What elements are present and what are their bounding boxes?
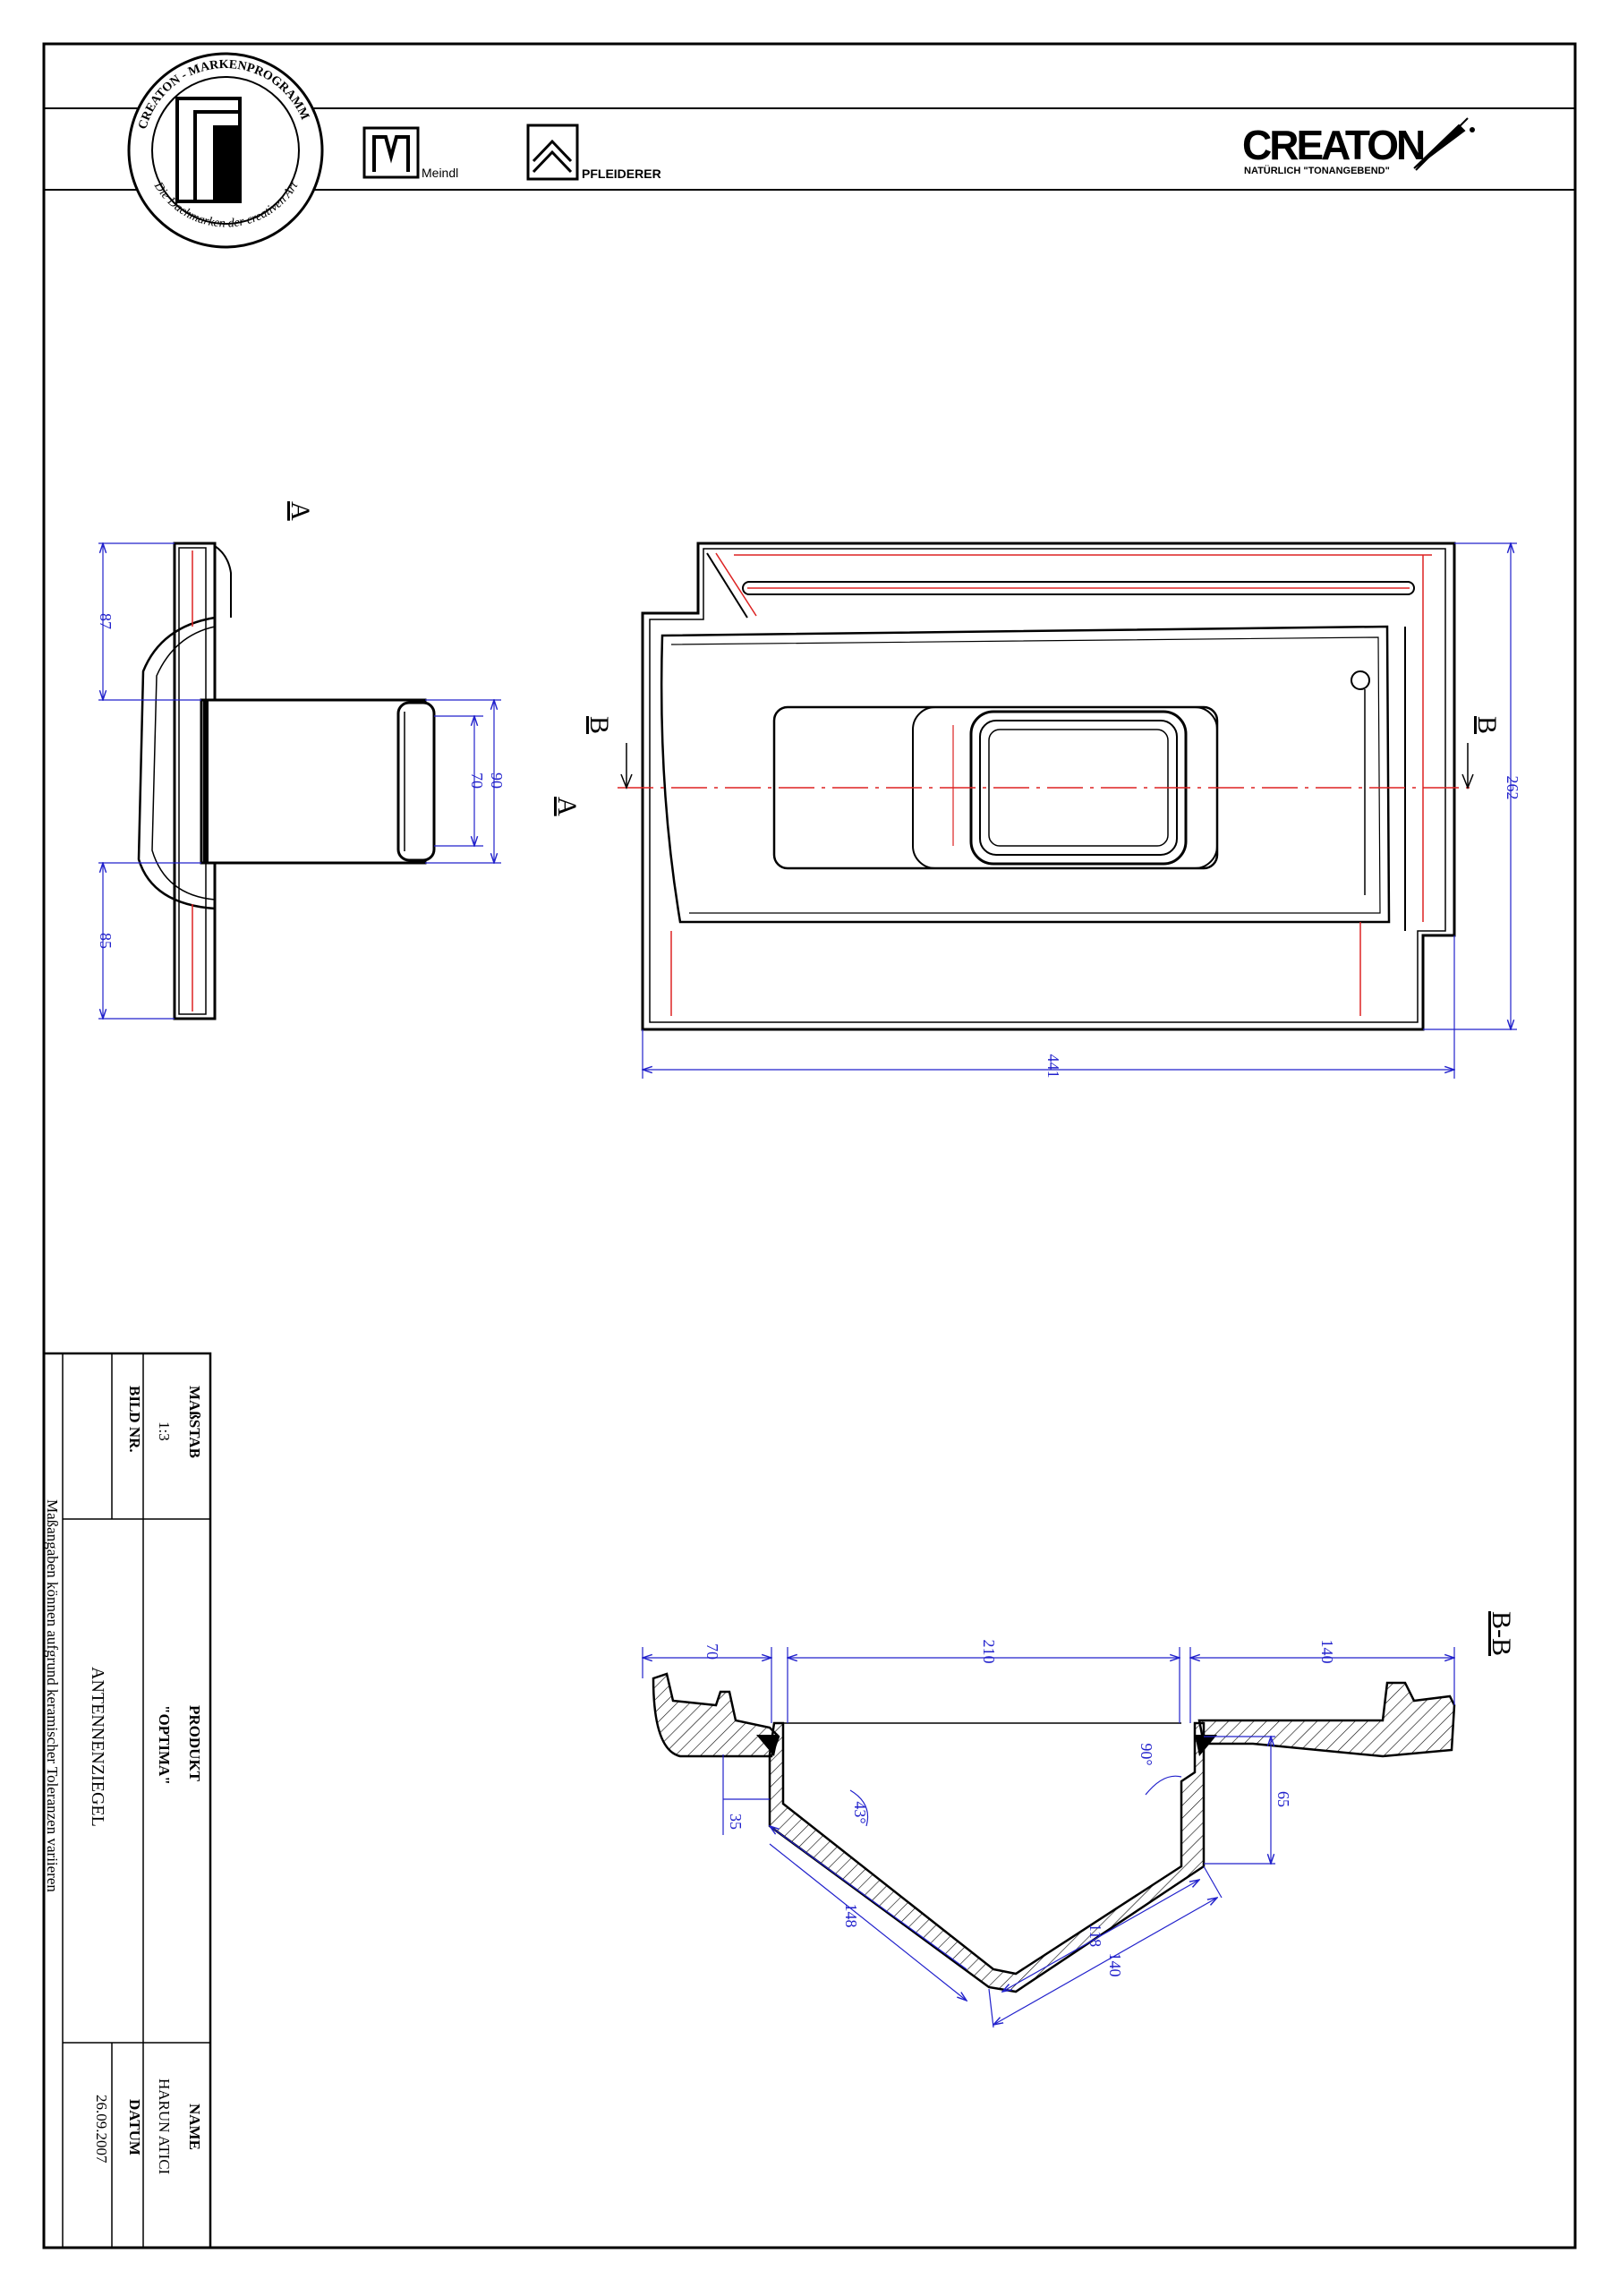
creaton-slogan: NATÜRLICH "TONANGEBEND" bbox=[1244, 165, 1390, 176]
section-mark-b-left: B bbox=[584, 716, 614, 734]
meindl-logo: Meindl bbox=[362, 126, 458, 180]
creaton-seal-logo: CREATON - MARKENPROGRAMM Die Dachmarken … bbox=[127, 52, 324, 249]
side-view-label: A bbox=[285, 501, 315, 521]
dim-sec-148: 148 bbox=[842, 1904, 860, 1928]
dim-sec-140-bottom: 140 bbox=[1106, 1953, 1124, 1977]
section-title: B-B bbox=[1487, 1611, 1516, 1656]
side-view-a: A 87 85 70 bbox=[97, 501, 506, 1020]
dim-sec-35: 35 bbox=[727, 1814, 745, 1830]
dim-sec-118: 118 bbox=[1086, 1924, 1104, 1947]
dim-sec-140-top: 140 bbox=[1318, 1640, 1336, 1664]
section-b-b: B-B bbox=[643, 1611, 1516, 2028]
produkt-name: ANTENNENZIEGEL bbox=[88, 1667, 107, 1827]
title-block bbox=[42, 1352, 212, 2249]
creaton-wordmark: CREATON bbox=[1242, 122, 1424, 168]
dim-sec-70: 70 bbox=[703, 1643, 721, 1660]
dim-side-85: 85 bbox=[97, 933, 115, 949]
section-mark-a: A bbox=[552, 797, 582, 816]
dim-top-441: 441 bbox=[1044, 1054, 1062, 1079]
section-mark-b-right: B bbox=[1472, 716, 1502, 734]
produkt-label: PRODUKT bbox=[186, 1705, 203, 1782]
dim-sec-90deg: 90° bbox=[1138, 1743, 1155, 1765]
top-view: B B A 262 441 bbox=[552, 542, 1521, 1079]
name-value: HARUN ATICI bbox=[156, 2078, 173, 2175]
dim-sec-43deg: 43° bbox=[851, 1801, 869, 1823]
massstab-label: MAßSTAB bbox=[186, 1386, 203, 1458]
massstab-value: 1:3 bbox=[156, 1421, 173, 1441]
dim-side-70: 70 bbox=[468, 772, 486, 789]
tolerance-footnote: Maßangaben können aufgrund keramischer T… bbox=[44, 1499, 61, 1892]
dim-sec-210: 210 bbox=[980, 1640, 998, 1664]
pfleiderer-logo: PFLEIDERER bbox=[526, 124, 661, 181]
meindl-label: Meindl bbox=[422, 166, 458, 180]
creaton-logo: CREATON NATÜRLICH "TONANGEBEND" bbox=[1242, 117, 1475, 176]
datum-label: DATUM bbox=[126, 2099, 143, 2155]
dim-side-87: 87 bbox=[97, 613, 115, 629]
name-label: NAME bbox=[186, 2104, 203, 2150]
dim-top-262: 262 bbox=[1504, 776, 1521, 800]
datum-value: 26.09.2007 bbox=[93, 2095, 110, 2164]
bild-nr-label: BILD NR. bbox=[126, 1386, 143, 1453]
pfleiderer-label: PFLEIDERER bbox=[582, 166, 661, 181]
dim-side-90: 90 bbox=[488, 772, 506, 789]
sheet-frame bbox=[42, 42, 1577, 2249]
produkt-value: "OPTIMA" bbox=[156, 1705, 173, 1785]
dim-sec-65: 65 bbox=[1274, 1791, 1292, 1807]
